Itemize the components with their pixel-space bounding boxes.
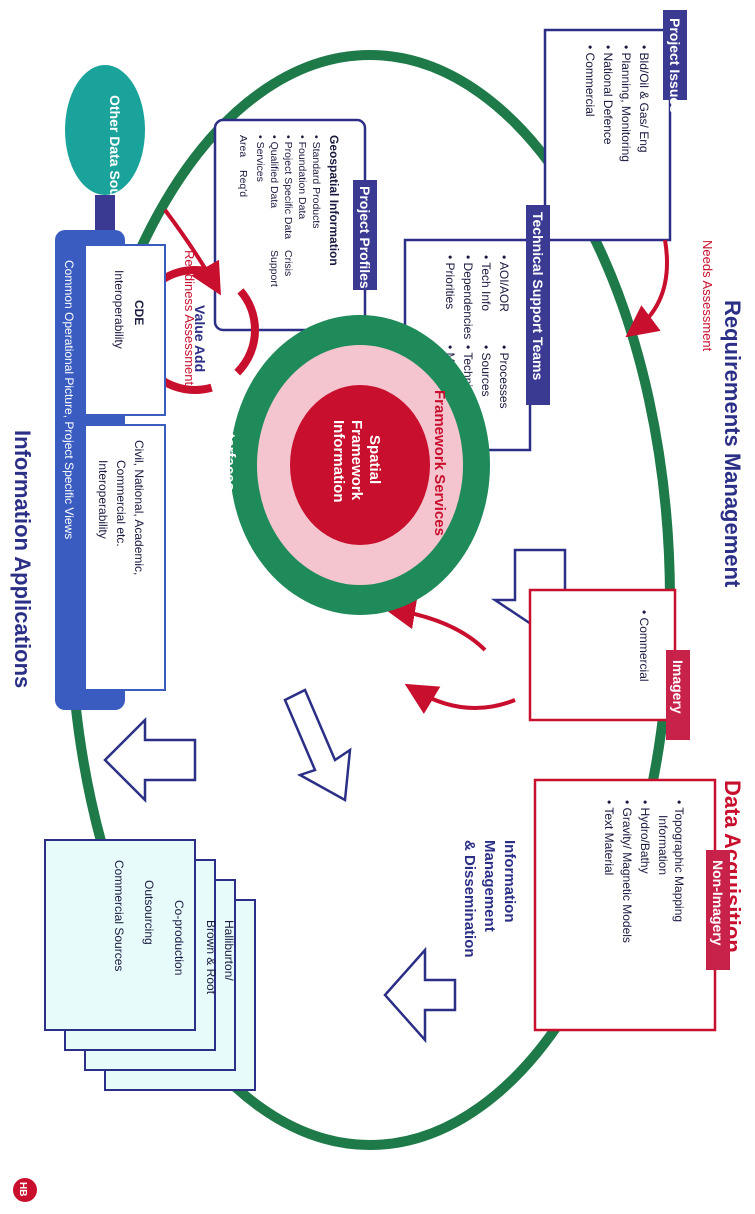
svg-text:• Services: • Services xyxy=(254,135,266,182)
svg-text:• Processes: • Processes xyxy=(497,345,511,409)
arrow-imagery-core xyxy=(383,597,487,652)
project-profiles-box: Project Profiles Geospatial Information … xyxy=(213,118,377,332)
svg-text:Commercial Sources: Commercial Sources xyxy=(112,860,126,971)
svg-text:• AOI/AOR: • AOI/AOR xyxy=(497,255,511,312)
arrow-profiles xyxy=(163,208,221,296)
svg-text:Technical Support Teams: Technical Support Teams xyxy=(530,212,546,381)
spatial-line1: Spatial xyxy=(366,435,383,484)
svg-text:• Priorities: • Priorities xyxy=(443,255,457,309)
spatial-line3: Information xyxy=(330,420,347,503)
svg-text:• Hydro/Bathy: • Hydro/Bathy xyxy=(638,800,652,874)
spatial-core xyxy=(290,385,430,545)
svg-text:Brown & Root: Brown & Root xyxy=(204,920,218,995)
svg-text:Area: Area xyxy=(237,135,249,157)
svg-text:• Gravity/ Magnetic Models: • Gravity/ Magnetic Models xyxy=(620,800,634,943)
svg-text:• Standard Products: • Standard Products xyxy=(310,135,322,229)
svg-text:Crisis: Crisis xyxy=(282,250,294,276)
imd-line3: & Dissemination xyxy=(461,840,478,958)
arrow-sources-in xyxy=(383,946,457,1044)
svg-text:• Sources: • Sources xyxy=(479,345,493,397)
svg-text:• Commercial: • Commercial xyxy=(583,45,597,117)
imd-line2: Management xyxy=(481,840,498,932)
svg-text:• Planning, Monitoring: • Planning, Monitoring xyxy=(619,45,633,162)
framework-services-label: Framework Services xyxy=(431,390,448,536)
arrow-core-out xyxy=(283,688,352,803)
arrow-apps-up xyxy=(103,716,197,804)
svg-text:Outsourcing: Outsourcing xyxy=(142,880,156,945)
value-add-cycle xyxy=(131,266,259,394)
svg-text:Interoperability: Interoperability xyxy=(96,460,110,539)
svg-text:Information: Information xyxy=(656,815,670,875)
svg-text:Commercial etc.: Commercial etc. xyxy=(114,460,128,547)
svg-text:Project Issues: Project Issues xyxy=(667,18,683,113)
arrow-needs xyxy=(625,239,669,338)
svg-text:Common Operational Picture, Pr: Common Operational Picture, Project Spec… xyxy=(62,260,76,539)
arrow-nonimagery-core xyxy=(404,683,516,715)
spatial-line2: Framework xyxy=(348,420,365,501)
svg-text:Req'd: Req'd xyxy=(237,170,249,197)
svg-text:• Qualified Data: • Qualified Data xyxy=(268,135,280,208)
svg-text:• Dependencies: • Dependencies xyxy=(461,255,475,339)
svg-text:Geospatial Information: Geospatial Information xyxy=(327,135,341,266)
svg-text:• Foundation Data: • Foundation Data xyxy=(296,135,308,219)
svg-text:• Bld/Oil & Gas/ Eng: • Bld/Oil & Gas/ Eng xyxy=(637,45,651,153)
requirements-header: Requirements Management xyxy=(720,300,745,588)
svg-text:Interoperability: Interoperability xyxy=(112,270,126,349)
imagery-box: Imagery • Commercial xyxy=(528,588,690,740)
svg-text:• Tech Info: • Tech Info xyxy=(479,255,493,311)
svg-text:Non-Imagery: Non-Imagery xyxy=(710,860,726,946)
other-data-sources: Other Data Sources xyxy=(65,65,145,226)
needs-assessment-label: Needs Assessment xyxy=(700,240,715,352)
svg-text:HB: HB xyxy=(17,1182,28,1196)
svg-text:CDE: CDE xyxy=(132,300,146,325)
svg-text:Imagery: Imagery xyxy=(670,660,686,714)
svg-text:Project Profiles: Project Profiles xyxy=(357,186,373,289)
svg-text:• Topographic Mapping: • Topographic Mapping xyxy=(672,800,686,922)
info-applications-bar: CDE Interoperability Civil, National, Ac… xyxy=(55,230,166,710)
info-applications-header: Information Applications xyxy=(10,430,35,688)
svg-text:Co-production: Co-production xyxy=(172,900,186,975)
project-issues-box: Project Issues • Bld/Oil & Gas/ Eng • Pl… xyxy=(543,10,687,242)
interfaces-label: Interfaces xyxy=(221,420,238,491)
imd-line1: Information xyxy=(501,840,518,923)
svg-text:Halliburton/: Halliburton/ xyxy=(222,920,236,981)
svg-text:• Text Material: • Text Material xyxy=(602,800,616,875)
non-imagery-box: Non-Imagery • Topographic Mapping Inform… xyxy=(533,778,730,1032)
svg-text:• Commercial: • Commercial xyxy=(637,610,651,682)
value-add-label: Value Add xyxy=(192,305,208,372)
sources-stack: Halliburton/ Brown & Root Co-production … xyxy=(44,839,256,1091)
svg-text:• National Defence: • National Defence xyxy=(601,45,615,145)
svg-text:Civil, National, Academic,: Civil, National, Academic, xyxy=(132,440,146,575)
svg-text:• Project Specific Data: • Project Specific Data xyxy=(282,135,294,239)
svg-text:Support: Support xyxy=(268,250,280,287)
hb-logo: HB xyxy=(13,1178,37,1202)
svg-text:Other Data Sources: Other Data Sources xyxy=(107,95,123,226)
